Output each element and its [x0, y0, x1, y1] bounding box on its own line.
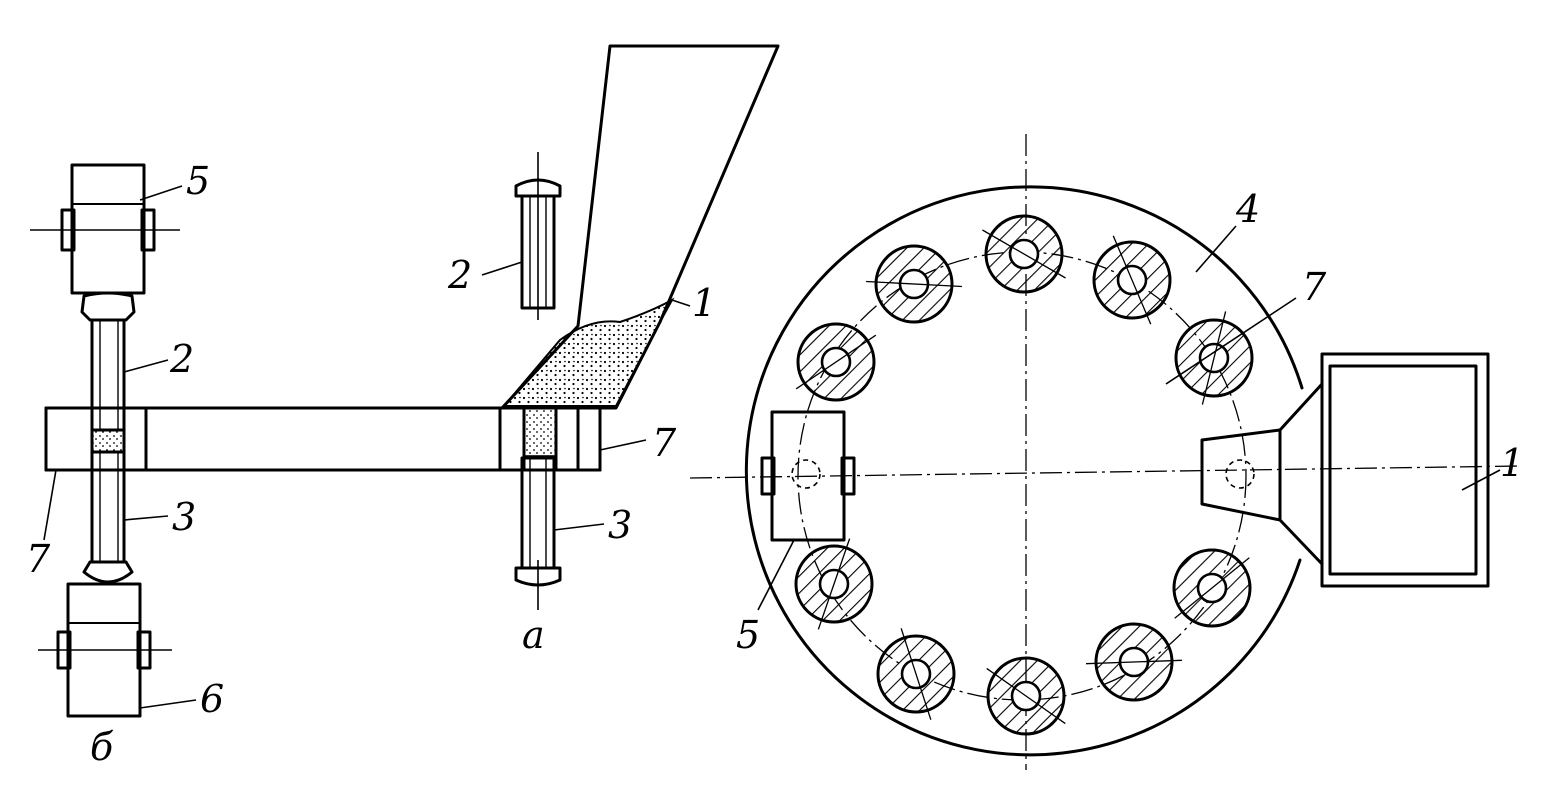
hopper — [500, 44, 780, 410]
die-cell — [866, 244, 962, 324]
label-1-rotary: 1 — [1500, 441, 1524, 485]
bottom-roller — [38, 582, 172, 718]
die-cell — [1086, 622, 1182, 702]
label-2-a: 2 — [447, 253, 472, 297]
die-cell — [876, 628, 956, 720]
label-5-top: 5 — [186, 159, 210, 203]
die-cell — [982, 214, 1066, 294]
label-3-a: 3 — [608, 503, 632, 547]
die-plate — [44, 406, 602, 472]
die-ring — [794, 214, 1254, 736]
label-2-b: 2 — [169, 337, 194, 381]
label-6: 6 — [200, 677, 224, 721]
label-7-rotary: 7 — [1302, 265, 1327, 309]
labels: 5 2 3 6 7 б 2 1 7 3 а 4 7 1 5 — [26, 159, 1524, 769]
die-cell — [795, 322, 877, 402]
caption-a: а — [522, 613, 545, 657]
label-1-a: 1 — [692, 281, 716, 325]
top-punch-a — [514, 152, 562, 320]
label-7-a: 7 — [652, 421, 677, 465]
rotary-hopper — [1200, 352, 1490, 588]
label-7-left: 7 — [26, 537, 51, 581]
label-5-rotary: 5 — [736, 613, 760, 657]
top-roller — [30, 163, 180, 295]
bottom-punch-a — [514, 456, 562, 610]
caption-b: б — [90, 725, 114, 769]
table-outline — [744, 185, 1304, 757]
rotary-roller — [760, 410, 856, 542]
view-a-assembly — [500, 44, 780, 610]
die-cell — [1172, 548, 1252, 628]
die-cell — [1092, 235, 1172, 325]
die-cell — [986, 656, 1066, 736]
label-4: 4 — [1235, 187, 1260, 231]
label-3-b: 3 — [172, 495, 196, 539]
rotary-table — [689, 134, 1521, 770]
die-cell — [794, 538, 874, 630]
leader-lines-left — [43, 185, 691, 709]
